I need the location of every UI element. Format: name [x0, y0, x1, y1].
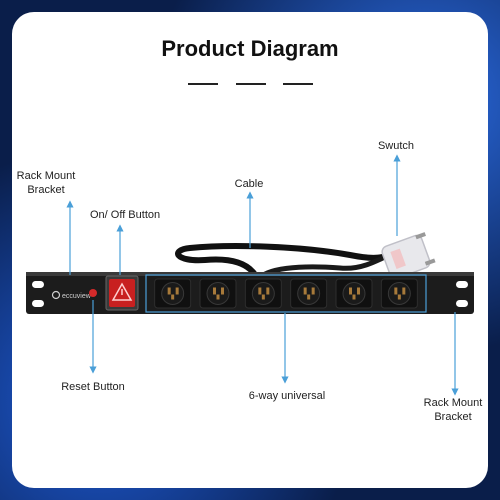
- reset-button: [89, 289, 97, 297]
- brand-logo-icon: [51, 290, 61, 300]
- rack-mount-hole: [456, 281, 468, 288]
- label-reset-button: Reset Button: [61, 381, 125, 393]
- outlet-socket: [290, 278, 328, 309]
- label-switch: Swutch: [377, 140, 415, 152]
- rack-mount-hole: [32, 300, 44, 307]
- page-title: Product Diagram: [161, 36, 339, 61]
- label-cable: Cable: [234, 178, 264, 190]
- title-dash: [236, 83, 266, 85]
- rack-mount-hole: [456, 300, 468, 307]
- power-strip: eccuview: [26, 272, 474, 314]
- brand-logo: eccuview: [62, 293, 92, 300]
- outlet-socket: [380, 278, 418, 309]
- title-dash: [283, 83, 313, 85]
- outlet-socket: [244, 278, 282, 309]
- outlet-frame: [145, 274, 427, 313]
- outlet-socket: [199, 278, 237, 309]
- label-6-way-universal: 6-way universal: [248, 390, 326, 402]
- outlet-socket: [335, 278, 373, 309]
- title-dash: [188, 83, 218, 85]
- cable: [175, 243, 398, 283]
- outlet-socket: [154, 278, 192, 309]
- label-on-off-button: On/ Off Button: [90, 209, 161, 221]
- rack-mount-hole: [32, 281, 44, 288]
